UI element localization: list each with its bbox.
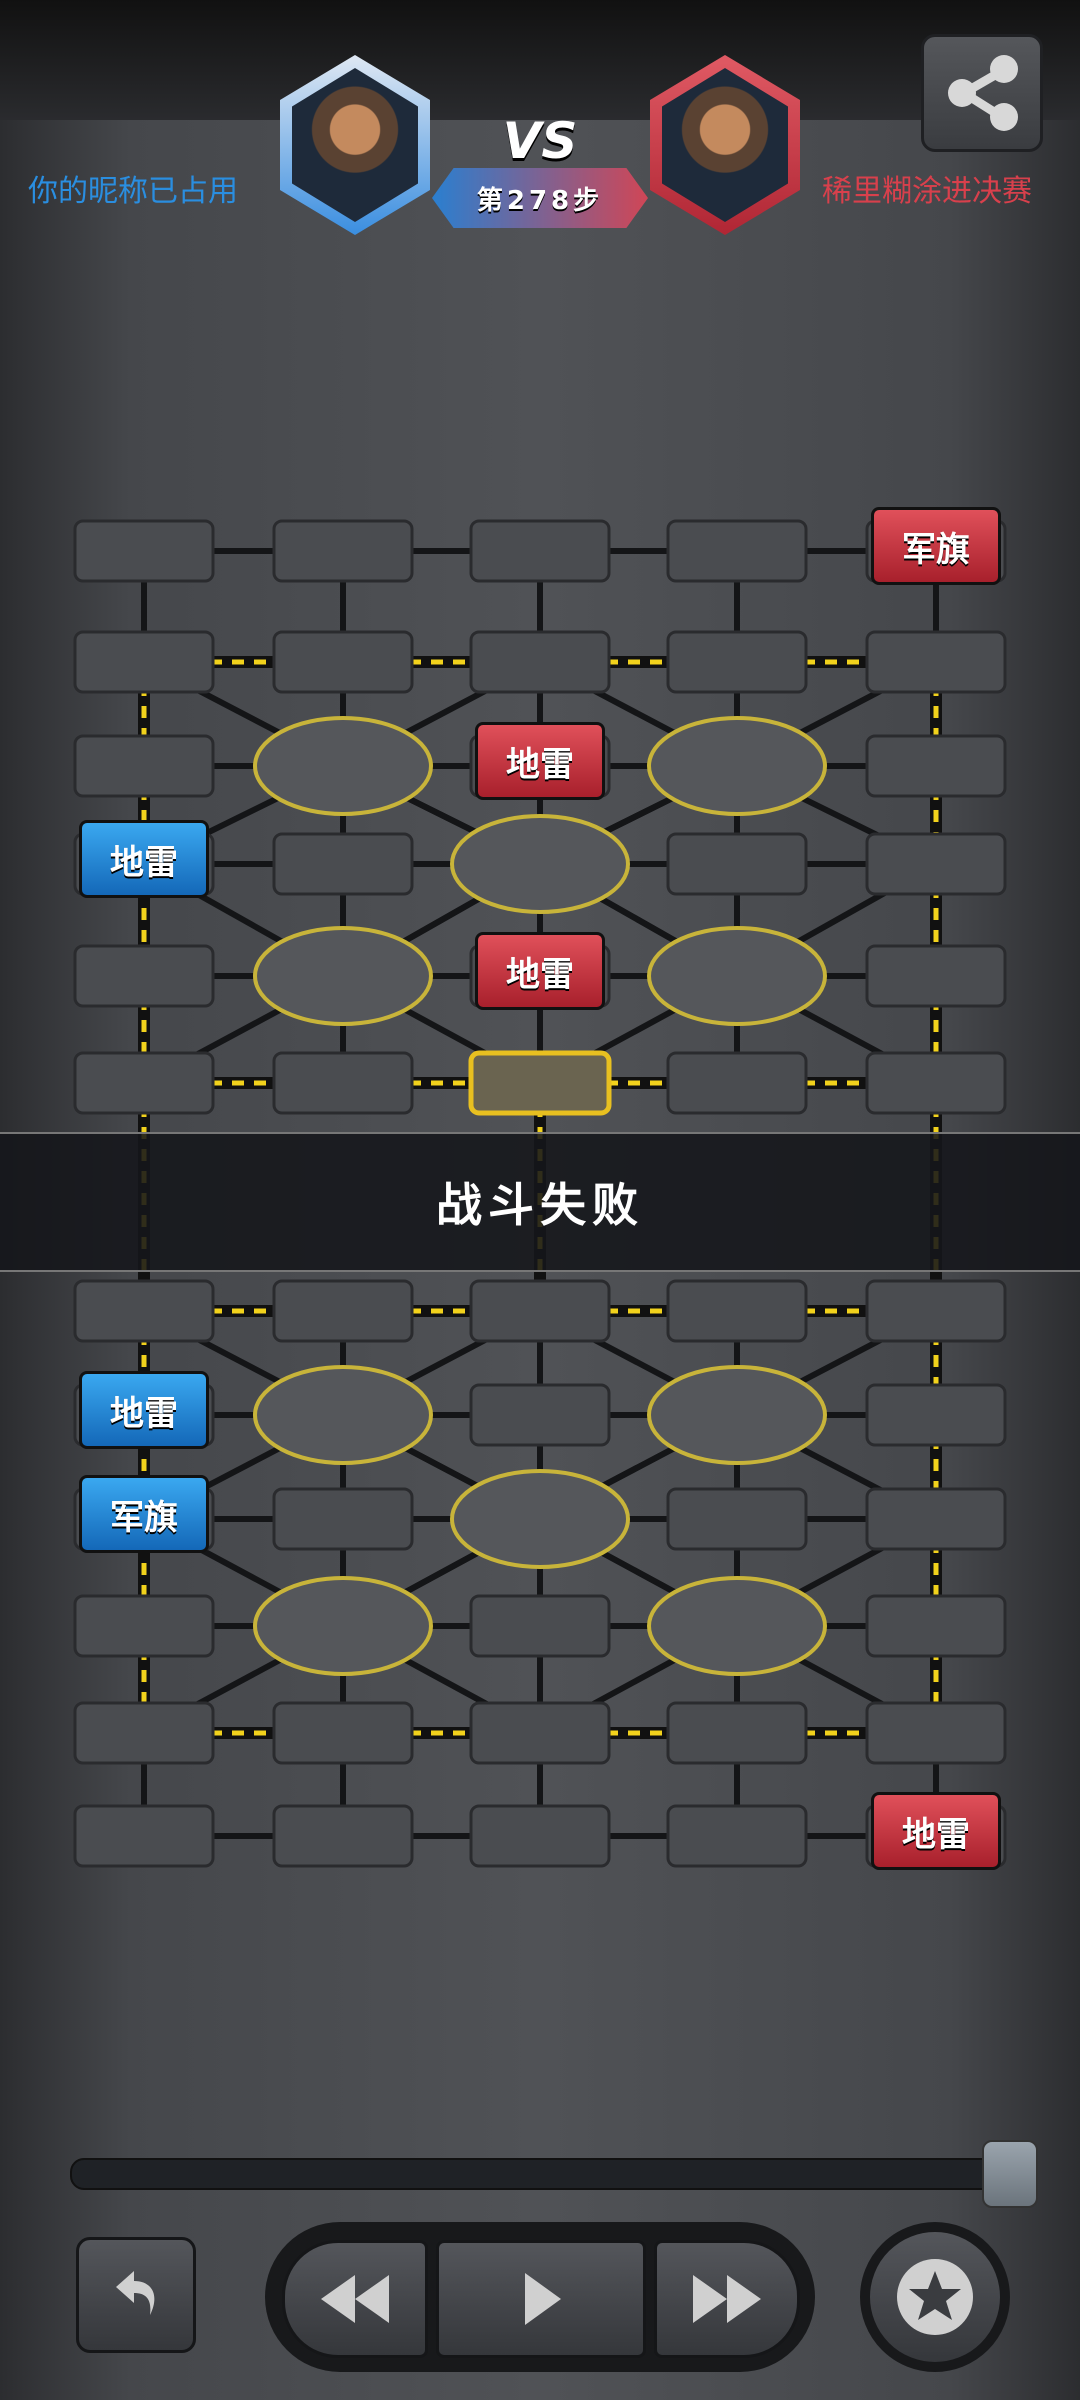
board-position	[73, 1804, 215, 1868]
rewind-button[interactable]	[282, 2240, 428, 2358]
board-position	[666, 832, 808, 896]
camp-position	[253, 716, 433, 816]
camp-position	[253, 1576, 433, 1676]
blue-piece[interactable]: 军旗	[79, 1475, 209, 1553]
red-piece[interactable]: 地雷	[475, 932, 605, 1010]
fast-forward-icon	[693, 2275, 761, 2323]
red-piece[interactable]: 地雷	[871, 1792, 1001, 1870]
board-position	[865, 1594, 1007, 1658]
camp-position	[647, 1576, 827, 1676]
board-position	[73, 1594, 215, 1658]
vs-label: VS	[502, 112, 578, 170]
board-position	[73, 1051, 215, 1115]
board-position	[73, 734, 215, 798]
avatar-portrait	[292, 68, 418, 222]
camp-position	[647, 926, 827, 1026]
undo-button[interactable]	[76, 2237, 196, 2353]
board-position	[272, 519, 414, 583]
camp-position	[450, 814, 630, 914]
red-piece[interactable]: 军旗	[871, 507, 1001, 585]
play-icon	[525, 2273, 561, 2325]
board-position	[469, 630, 611, 694]
slider-handle[interactable]	[982, 2140, 1038, 2208]
board-position	[666, 630, 808, 694]
board-position	[865, 630, 1007, 694]
board-position	[272, 1487, 414, 1551]
camp-position	[450, 1469, 630, 1569]
board-position	[272, 630, 414, 694]
board-position	[469, 1594, 611, 1658]
fast-forward-button[interactable]	[654, 2240, 800, 2358]
board-position	[73, 1279, 215, 1343]
share-icon	[948, 55, 1018, 131]
board-position	[865, 1279, 1007, 1343]
red-piece[interactable]: 地雷	[475, 722, 605, 800]
board-position	[469, 1279, 611, 1343]
replay-progress-slider[interactable]	[70, 2158, 1034, 2190]
camp-position	[647, 716, 827, 816]
board-position	[666, 1487, 808, 1551]
board-position	[865, 1383, 1007, 1447]
avatar-portrait	[662, 68, 788, 222]
board-position	[272, 1804, 414, 1868]
board-position	[469, 519, 611, 583]
player-left-avatar[interactable]	[280, 55, 430, 235]
camp-position	[253, 1365, 433, 1465]
board-position	[272, 1279, 414, 1343]
step-counter: 第278步	[432, 168, 648, 228]
board-position	[272, 1051, 414, 1115]
board-position	[469, 1804, 611, 1868]
highlighted-position	[468, 1050, 612, 1116]
board-position	[666, 1701, 808, 1765]
blue-piece[interactable]: 地雷	[79, 1371, 209, 1449]
board-position	[666, 519, 808, 583]
rewind-icon	[321, 2275, 389, 2323]
camp-position	[647, 1365, 827, 1465]
player-right-name: 稀里糊涂进决赛	[822, 174, 1032, 209]
play-button[interactable]	[436, 2240, 646, 2358]
board-position	[666, 1051, 808, 1115]
undo-icon	[116, 2271, 155, 2315]
board-position	[865, 944, 1007, 1008]
star-icon	[897, 2259, 973, 2335]
board-position	[272, 832, 414, 896]
player-left-name: 你的昵称已占用	[28, 174, 238, 209]
board-position	[469, 1383, 611, 1447]
board-position	[73, 944, 215, 1008]
favorite-button[interactable]	[860, 2222, 1010, 2372]
top-bar	[0, 0, 1080, 120]
board-position	[865, 1051, 1007, 1115]
board-position	[73, 1701, 215, 1765]
board-position	[666, 1279, 808, 1343]
board-position	[865, 1701, 1007, 1765]
board-position	[73, 519, 215, 583]
board-position	[272, 1701, 414, 1765]
board-position	[865, 734, 1007, 798]
camp-position	[253, 926, 433, 1026]
blue-piece[interactable]: 地雷	[79, 820, 209, 898]
board-position	[73, 630, 215, 694]
result-banner: 战斗失败	[0, 1132, 1080, 1272]
share-button[interactable]	[921, 34, 1043, 152]
board-position	[865, 1487, 1007, 1551]
player-right-avatar[interactable]	[650, 55, 800, 235]
board-position	[865, 832, 1007, 896]
board-position	[666, 1804, 808, 1868]
board-position	[469, 1701, 611, 1765]
